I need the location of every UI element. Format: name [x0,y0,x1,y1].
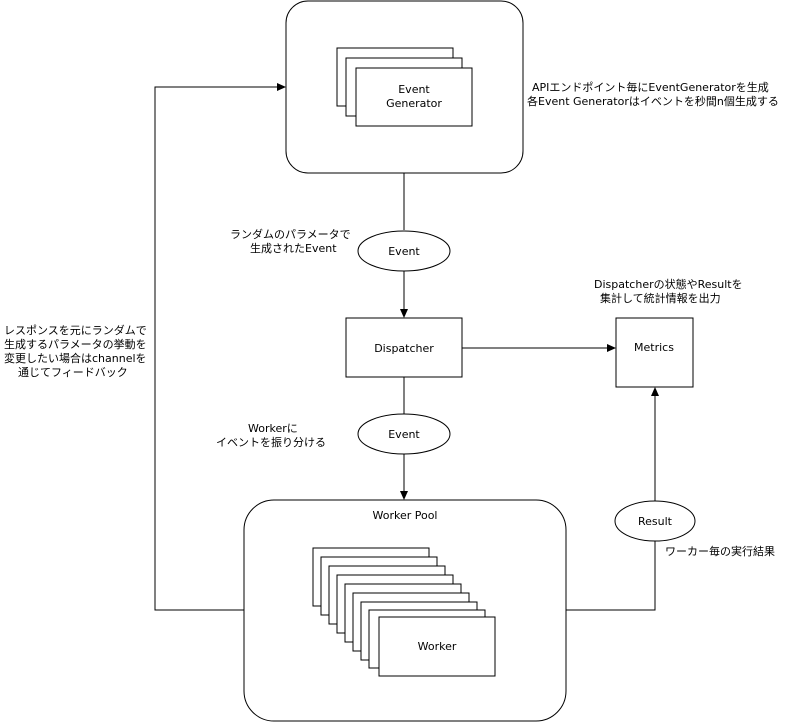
worker-dispatch-note-2: イベントを振り分ける [216,435,326,449]
result-label: Result [638,515,673,528]
event-generator-label-2: Generator [386,97,442,110]
arrowhead-to-metrics-from-result [651,387,659,396]
metrics-note-2: 集計して統計情報を出力 [600,291,721,305]
metrics-note-1: Dispatcherの状態やResultを [594,277,743,291]
feedback-connector [154,86,277,611]
event-bottom-label: Event [388,428,420,441]
feedback-note-3: 変更したい場合はchannelを [4,351,147,365]
worker-label: Worker [418,640,457,653]
metrics-box [615,317,694,388]
worker-dispatch-note-1: Workerに [248,422,298,435]
generator-note-2: 各Event Generatorはイベントを秒間n個生成する [527,94,779,108]
dispatcher-label: Dispatcher [374,342,434,355]
random-params-note-1: ランダムのパラメータで [230,227,351,241]
worker-card [378,616,496,677]
result-note: ワーカー毎の実行結果 [665,544,775,558]
feedback-note-2: 生成するパラメータの挙動を [4,337,147,351]
arrowhead-to-generator [277,83,286,91]
feedback-note-1: レスポンスを元にランダムで [4,323,147,337]
connector-workerpool-result [566,541,656,611]
arrowhead-to-dispatcher [400,309,408,318]
random-params-note-2: 生成されたEvent [250,241,337,255]
event-generator-label-1: Event [398,83,430,96]
arrowhead-to-workerpool [400,491,408,500]
generator-note-1: APIエンドポイント毎にEventGeneratorを生成 [532,80,769,94]
event-generator-card [355,67,473,127]
arrowhead-to-metrics [607,344,616,352]
feedback-note-4: 通じてフィードバック [18,366,128,379]
event-top-label: Event [388,245,420,258]
metrics-label: Metrics [634,341,674,354]
worker-pool-label: Worker Pool [372,509,437,522]
